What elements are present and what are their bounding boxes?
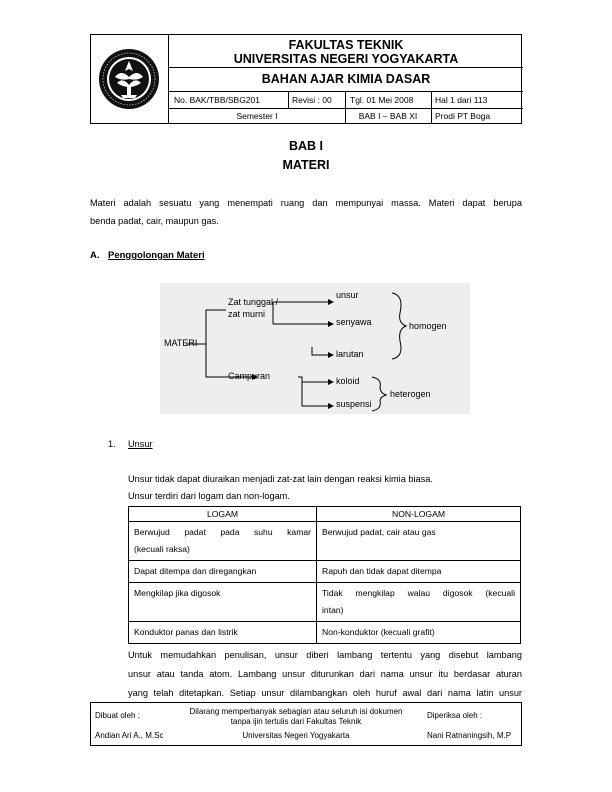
checked-by-label: Diperiksa oleh : <box>427 711 483 720</box>
table-header-non-logam: NON-LOGAM <box>316 506 521 522</box>
table-cell: Berwujud padat, cair atau gas <box>316 521 521 561</box>
diagram-group-heterogen: heterogen <box>390 389 431 399</box>
classification-diagram: MATERI Zat tunggal / zat murni Campuran … <box>160 283 470 414</box>
diagram-leaf-koloid: koloid <box>336 376 360 386</box>
diagram-branch-mixture: Campuran <box>228 371 271 381</box>
unsur-definition: Unsur tidak dapat diuraikan menjadi zat-… <box>128 474 433 484</box>
table-row: Dapat ditempa dan diregangkan Rapuh dan … <box>128 560 521 583</box>
table-cell: Berwujud padat pada suhu kamar(kecuali r… <box>128 521 317 561</box>
table-cell: Dapat ditempa dan diregangkan <box>128 560 317 583</box>
copyright-notice-1: Dilarang memperbanyak sebagian atau selu… <box>189 707 403 716</box>
university-seal-icon <box>99 49 159 109</box>
closing-line-2: unsur atau tanda atom. Lambang unsur dit… <box>128 669 522 679</box>
subsection-number: 1. <box>108 439 116 449</box>
table-row: Mengkilap jika digosok Tidak mengkilap w… <box>128 582 521 622</box>
chapter-number: BAB I <box>288 139 324 153</box>
copyright-notice-2: tanpa ijin tertulis dari Fakultas Teknik <box>230 717 362 726</box>
checked-by-name: Nani Ratnaningsih, M.P <box>427 731 512 740</box>
table-cell: Mengkilap jika digosok <box>128 582 317 622</box>
table-cell: Non-konduktor (kecuali grafit) <box>316 621 521 644</box>
university-name: UNIVERSITAS NEGERI YOGYAKARTA <box>233 52 459 66</box>
diagram-leaf-larutan: larutan <box>336 349 364 359</box>
faculty-name: FAKULTAS TEKNIK <box>288 38 404 52</box>
document-number: No. BAK/TBB/SBG201 <box>174 95 260 105</box>
diagram-leaf-unsur: unsur <box>336 290 359 300</box>
closing-line-1: Untuk memudahkan penulisan, unsur diberi… <box>128 650 522 660</box>
table-header-row: LOGAM NON-LOGAM <box>128 506 521 522</box>
diagram-group-homogen: homogen <box>409 321 447 331</box>
subsection-title: Unsur <box>128 439 153 449</box>
diagram-leaf-senyawa: senyawa <box>336 317 372 327</box>
diagram-branch-pure: Zat tunggal / <box>228 297 279 307</box>
made-by-name: Andian Ari A., M.Sc <box>95 731 164 740</box>
issue-date: Tgl. 01 Mei 2008 <box>350 95 414 105</box>
table-cell: Rapuh dan tidak dapat ditempa <box>316 560 521 583</box>
table-row: Konduktor panas dan listrik Non-kondukto… <box>128 621 521 644</box>
table-header-logam: LOGAM <box>128 506 317 522</box>
section-marker: A. <box>90 250 100 261</box>
study-program: Prodi PT Boga <box>435 111 491 121</box>
revision: Revisi : 00 <box>292 95 332 105</box>
table-cell: Konduktor panas dan listrik <box>128 621 317 644</box>
page-indicator: Hal 1 dari 113 <box>435 95 488 105</box>
table-row: Berwujud padat pada suhu kamar(kecuali r… <box>128 521 521 561</box>
section-title: Penggolongan Materi <box>108 250 205 261</box>
unsur-types: Unsur terdiri dari logam dan non-logam. <box>128 491 290 501</box>
diagram-branch-pure-2: zat murni <box>228 309 266 319</box>
document-title: BAHAN AJAR KIMIA DASAR <box>261 72 431 86</box>
chapter-title: MATERI <box>282 158 330 172</box>
logo-cell <box>91 35 169 123</box>
diagram-root: MATERI <box>164 338 198 348</box>
intro-line-1: Materi adalah sesuatu yang menempati rua… <box>90 198 522 208</box>
made-by-label: Dibuat oleh : <box>95 711 140 720</box>
document-footer: Dibuat oleh : Andian Ari A., M.Sc Dilara… <box>90 702 522 746</box>
semester: Semester I <box>236 111 278 121</box>
metal-comparison-table: LOGAM NON-LOGAM Berwujud padat pada suhu… <box>128 506 521 644</box>
copyright-notice-3: Universitas Negeri Yogyakarta <box>242 731 350 740</box>
intro-line-2: benda padat, cair, maupun gas. <box>90 216 219 226</box>
closing-line-3: yang telah ditetapkan. Setiap unsur dila… <box>128 688 522 698</box>
document-header: FAKULTAS TEKNIK UNIVERSITAS NEGERI YOGYA… <box>90 34 523 124</box>
chapter-range: BAB I – BAB XI <box>358 111 418 121</box>
diagram-connectors <box>186 292 408 412</box>
diagram-leaf-suspensi: suspensi <box>336 399 372 409</box>
